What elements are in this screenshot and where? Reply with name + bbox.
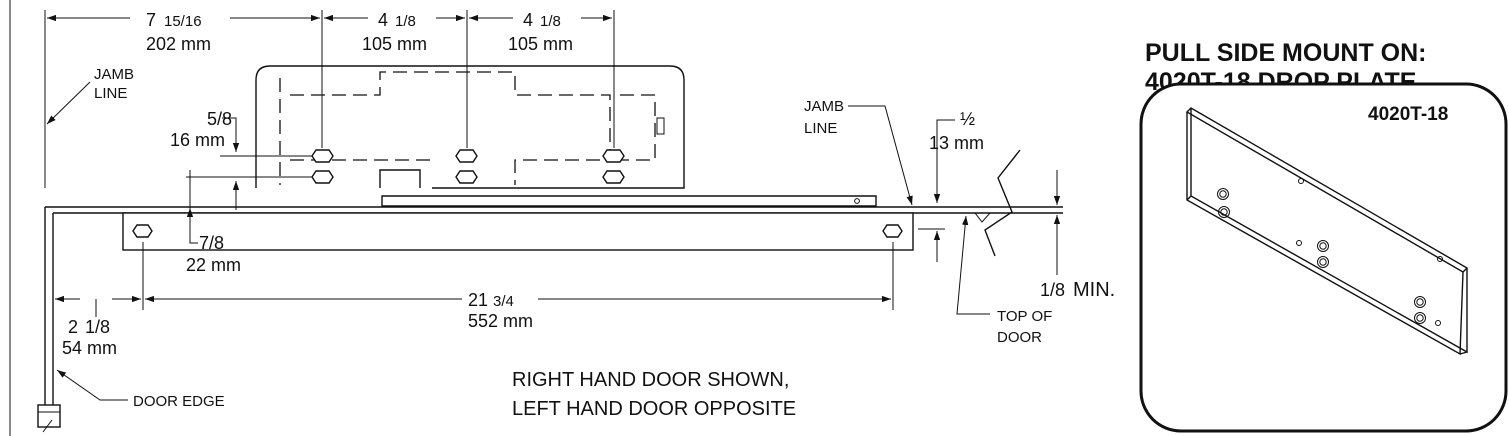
dim-21-frac: 3/4 bbox=[493, 293, 514, 310]
dim-2-whole: 2 bbox=[68, 317, 78, 337]
note-line-1: RIGHT HAND DOOR SHOWN, bbox=[512, 369, 789, 391]
drop-plate-title-1: PULL SIDE MOUNT ON: bbox=[1145, 39, 1426, 67]
mounting-plate bbox=[122, 212, 914, 251]
dim-4b-frac: 1/8 bbox=[540, 13, 561, 30]
dim-2-mm: 54 mm bbox=[62, 338, 117, 358]
door-break-line bbox=[984, 149, 1021, 257]
dim-1-8-min: 1/8 MIN. bbox=[1040, 170, 1115, 301]
dim-1-8-in: 1/8 bbox=[1040, 280, 1065, 300]
dim-4-1-8-b: 4 1/8 105 mm bbox=[469, 10, 612, 54]
dim-half-inch: ½ 13 mm bbox=[918, 109, 984, 262]
jamb-right-2: LINE bbox=[804, 120, 837, 137]
dim-4-1-8-a: 4 1/8 105 mm bbox=[324, 10, 465, 54]
dim-4b-whole: 4 bbox=[523, 10, 533, 30]
dim-2-frac: 1/8 bbox=[85, 317, 110, 337]
dim-5-8-in: 5/8 bbox=[207, 109, 232, 129]
dim-7-mm: 202 mm bbox=[146, 34, 211, 54]
door-closer-body bbox=[255, 65, 685, 189]
door-edge-callout: DOOR EDGE bbox=[56, 369, 225, 410]
closer-screw-holes bbox=[311, 149, 625, 184]
dim-7-15-16: 7 15/16 202 mm bbox=[47, 10, 320, 54]
dim-7-whole: 7 bbox=[146, 10, 156, 30]
dim-7-8-in: 7/8 bbox=[199, 233, 224, 253]
top-of-door-2: DOOR bbox=[997, 329, 1042, 346]
dim-half-mm: 13 mm bbox=[929, 133, 984, 153]
plate-screw-left bbox=[132, 224, 153, 238]
drop-plate-illustration bbox=[1185, 107, 1469, 356]
dim-7-frac: 15/16 bbox=[164, 13, 202, 30]
arm-pin-icon bbox=[854, 198, 860, 204]
jamb-left-1: JAMB bbox=[94, 66, 134, 83]
top-of-door-1: TOP OF bbox=[997, 308, 1052, 325]
dim-4b-mm: 105 mm bbox=[508, 34, 573, 54]
dim-7-8: 7/8 22 mm bbox=[186, 170, 241, 275]
top-of-door-callout: TOP OF DOOR bbox=[956, 215, 1052, 346]
dim-21-3-4: 21 3/4 552 mm bbox=[145, 290, 891, 331]
dim-half-in: ½ bbox=[960, 109, 975, 129]
dim-4a-whole: 4 bbox=[378, 10, 388, 30]
plate-screw-right bbox=[882, 224, 903, 238]
dim-1-8-suffix: MIN. bbox=[1073, 279, 1115, 301]
dim-5-8: 5/8 16 mm bbox=[170, 109, 312, 210]
door-top-notch bbox=[960, 212, 991, 223]
dim-7-8-mm: 22 mm bbox=[186, 255, 241, 275]
drop-plate-panel: PULL SIDE MOUNT ON: 4020T-18 DROP PLATE … bbox=[1139, 39, 1508, 433]
jamb-line-right-callout: JAMB LINE bbox=[804, 98, 913, 206]
dim-21-mm: 552 mm bbox=[468, 311, 533, 331]
dim-5-8-mm: 16 mm bbox=[170, 130, 225, 150]
drop-plate-model: 4020T-18 bbox=[1368, 104, 1448, 125]
drop-plate-frame bbox=[1139, 82, 1508, 433]
dim-21-whole: 21 bbox=[468, 290, 488, 310]
closer-arm bbox=[381, 195, 877, 207]
jamb-right-1: JAMB bbox=[804, 98, 844, 115]
dim-2-1-8: 2 1/8 54 mm bbox=[55, 295, 141, 358]
note-line-2: LEFT HAND DOOR OPPOSITE bbox=[512, 398, 796, 420]
door-edge-label: DOOR EDGE bbox=[133, 393, 225, 410]
dim-4a-mm: 105 mm bbox=[362, 34, 427, 54]
dim-4a-frac: 1/8 bbox=[395, 13, 416, 30]
jamb-left-2: LINE bbox=[94, 85, 127, 102]
hinge-icon bbox=[37, 404, 61, 433]
jamb-line-left-callout: JAMB LINE bbox=[46, 66, 134, 125]
